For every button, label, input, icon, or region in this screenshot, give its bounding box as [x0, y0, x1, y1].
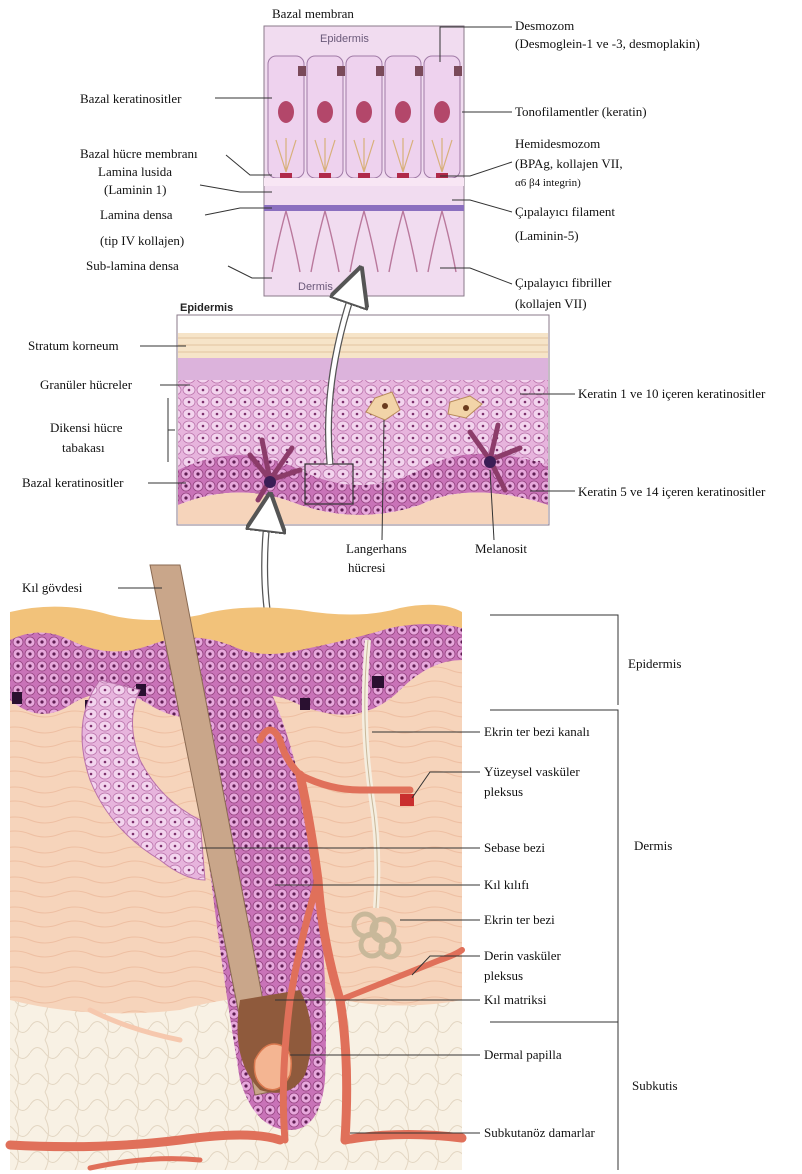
label-keratin-5-14: Keratin 5 ve 14 içeren keratinositler: [578, 484, 766, 499]
label-bazal-keratinositler-mid: Bazal keratinositler: [22, 475, 124, 490]
leader-lamina-densa: [205, 208, 272, 215]
label-lamina-lusida: Lamina lusida: [98, 164, 172, 179]
top-panel-dermis-label: Dermis: [298, 281, 333, 293]
label-desmozom-detail: (Desmoglein-1 ve -3, desmoplakin): [515, 36, 700, 51]
label-ekrin-ter-bezi-kanali: Ekrin ter bezi kanalı: [484, 724, 590, 739]
label-hemidesmozom-detail: (BPAg, kollajen VII,: [515, 156, 623, 171]
label-yuzeysel-pleksus: pleksus: [484, 784, 523, 799]
label-integrin: α6 β4 integrin): [515, 177, 581, 189]
region-dividers: [490, 615, 618, 1170]
desmosome: [415, 66, 423, 76]
label-derin-vaskuler: Derin vasküler: [484, 948, 562, 963]
label-ekrin-ter-bezi: Ekrin ter bezi: [484, 912, 555, 927]
label-keratin-1-10: Keratin 1 ve 10 içeren keratinositler: [578, 386, 766, 401]
label-cipalayici-filament: Çıpalayıcı filament: [515, 204, 615, 219]
label-dermal-papilla: Dermal papilla: [484, 1047, 562, 1062]
label-laminin-1: (Laminin 1): [104, 182, 166, 197]
desmosome: [337, 66, 345, 76]
label-tip-iv-kollajen: (tip IV kollajen): [100, 233, 184, 248]
label-bazal-hucre-membrani: Bazal hücre membranı: [80, 146, 198, 161]
label-tabakasi: tabakası: [62, 440, 105, 455]
region-label-dermis: Dermis: [634, 838, 672, 853]
divider-epidermis: [490, 615, 618, 705]
label-bazal-keratinositler-top: Bazal keratinositler: [80, 91, 182, 106]
label-langerhans-hucresi: hücresi: [348, 560, 386, 575]
cell-nucleus: [278, 101, 294, 123]
region-label-epidermis: Epidermis: [628, 656, 681, 671]
melanocyte-nucleus-2: [484, 456, 496, 468]
cell-nucleus: [356, 101, 372, 123]
melanocyte-nucleus-1: [264, 476, 276, 488]
label-lamina-densa: Lamina densa: [100, 207, 173, 222]
bracket-dikensi: [168, 398, 175, 462]
label-tonofilamentler: Tonofilamentler (keratin): [515, 104, 647, 119]
label-desmozom: Desmozom: [515, 18, 574, 33]
label-kil-govdesi: Kıl gövdesi: [22, 580, 83, 595]
label-melanosit: Melanosit: [475, 541, 527, 556]
label-bazal-membran: Bazal membran: [272, 6, 354, 21]
label-hemidesmozom: Hemidesmozom: [515, 136, 600, 151]
leader-lamina-lusida: [200, 185, 272, 192]
label-langerhans: Langerhans: [346, 541, 407, 556]
basal-cell-row: [268, 56, 462, 179]
label-kil-kilifi: Kıl kılıfı: [484, 877, 530, 892]
basement-membrane-panel: Epidermis Dermis: [264, 26, 464, 296]
granular-layer: [178, 358, 548, 380]
middle-panel-title: Epidermis: [180, 302, 233, 314]
label-yuzeysel-vaskuler: Yüzeysel vasküler: [484, 764, 580, 779]
label-sebase-bezi: Sebase bezi: [484, 840, 545, 855]
label-subkutanoz-damarlar: Subkutanöz damarlar: [484, 1125, 595, 1140]
epidermis-panel: Epidermis: [177, 302, 549, 525]
desmosome: [454, 66, 462, 76]
label-laminin-5: (Laminin-5): [515, 228, 579, 243]
label-granuler-hucreler: Granüler hücreler: [40, 377, 133, 392]
cell-nucleus: [395, 101, 411, 123]
label-sub-lamina-densa: Sub-lamina densa: [86, 258, 179, 273]
skin-section-panel: [10, 565, 462, 1170]
lamina-densa-band: [264, 205, 464, 211]
label-stratum-korneum: Stratum korneum: [28, 338, 119, 353]
label-kil-matriksi: Kıl matriksi: [484, 992, 547, 1007]
label-derin-pleksus: pleksus: [484, 968, 523, 983]
vessel-cut-end: [400, 794, 414, 806]
desmosome: [376, 66, 384, 76]
region-label-subkutis: Subkutis: [632, 1078, 678, 1093]
lamina-lucida-band: [264, 178, 464, 186]
divider-subkutis: [490, 1022, 618, 1170]
top-panel-epidermis-label: Epidermis: [320, 33, 369, 45]
label-dikensi-hucre: Dikensi hücre: [50, 420, 123, 435]
label-kollajen-vii: (kollajen VII): [515, 296, 587, 311]
cell-nucleus: [317, 101, 333, 123]
label-cipalayici-fibriller: Çıpalayıcı fibriller: [515, 275, 612, 290]
desmosome: [298, 66, 306, 76]
cell-nucleus: [434, 101, 450, 123]
